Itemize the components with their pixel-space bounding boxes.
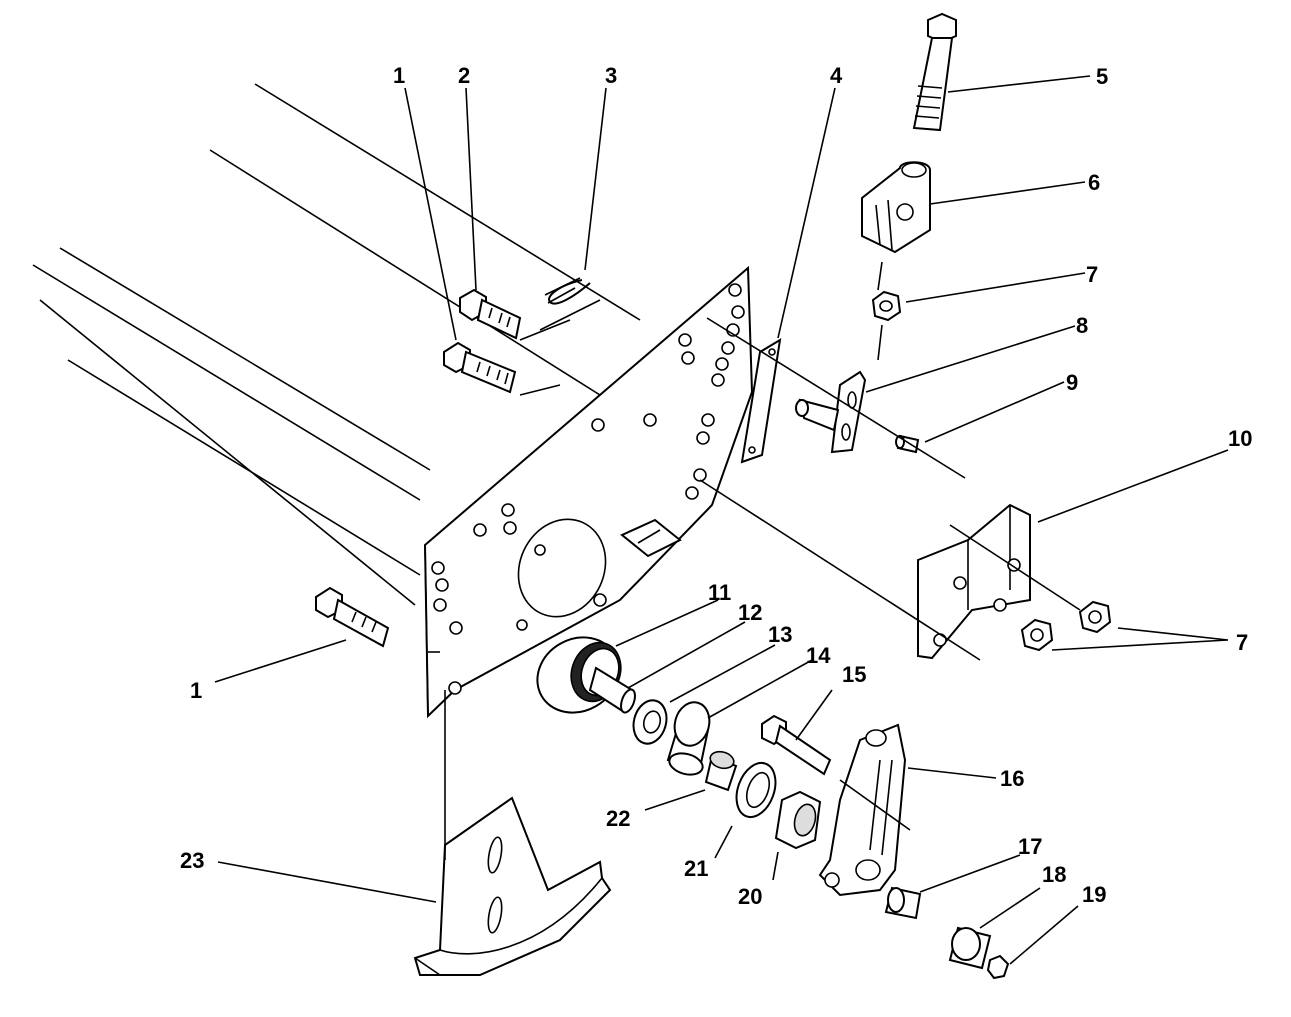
arm-16 xyxy=(818,723,907,897)
callout-15: 15 xyxy=(842,662,866,687)
callout-3: 3 xyxy=(605,63,617,88)
bolt-1-upper xyxy=(443,341,517,394)
callout-4: 4 xyxy=(830,63,843,88)
callout-6: 6 xyxy=(1088,170,1100,195)
nut-7-upper xyxy=(871,290,902,322)
callout-18: 18 xyxy=(1042,862,1066,887)
callout-12: 12 xyxy=(738,600,762,625)
callout-2: 2 xyxy=(458,63,470,88)
callout-14: 14 xyxy=(806,643,831,668)
callout-labels: 1 2 3 4 5 6 7 8 9 10 11 12 13 14 15 16 7… xyxy=(180,63,1252,909)
callout-10: 10 xyxy=(1228,426,1252,451)
bracket-8 xyxy=(795,370,867,454)
nut-20 xyxy=(774,790,822,850)
bolt-15 xyxy=(761,714,832,776)
callout-11: 11 xyxy=(708,580,731,605)
callout-1-bottom: 1 xyxy=(190,678,202,703)
skid-23 xyxy=(413,796,612,976)
shaft-12 xyxy=(588,666,636,714)
callout-16: 16 xyxy=(1000,766,1024,791)
plate-holes xyxy=(431,283,745,695)
pin-9 xyxy=(895,434,920,454)
nut-7-right xyxy=(1078,600,1112,634)
callout-7-bottom: 7 xyxy=(1236,630,1248,655)
callout-17: 17 xyxy=(1018,834,1042,859)
callout-22: 22 xyxy=(606,806,630,831)
callout-19: 19 xyxy=(1082,882,1106,907)
fitting-19 xyxy=(986,954,1010,980)
spacer-22 xyxy=(704,750,738,792)
callout-13: 13 xyxy=(768,622,792,647)
callout-20: 20 xyxy=(738,884,762,909)
washer-21 xyxy=(735,761,777,819)
leader-lines xyxy=(214,75,1229,965)
nut-7-left xyxy=(1020,618,1054,652)
connection-lines xyxy=(444,261,1081,860)
callout-5: 5 xyxy=(1096,64,1108,89)
callout-21: 21 xyxy=(684,856,708,881)
sleeve-14 xyxy=(666,701,711,776)
bolt-1-lower xyxy=(315,586,390,648)
callout-7-top: 7 xyxy=(1086,262,1098,287)
bolt-5 xyxy=(912,12,957,132)
yoke-6 xyxy=(861,161,931,254)
strap-4 xyxy=(740,338,782,464)
callout-8: 8 xyxy=(1076,313,1088,338)
washer-13 xyxy=(632,699,668,745)
bushing-17 xyxy=(884,886,922,920)
bolt-2 xyxy=(459,288,522,340)
callout-1-top: 1 xyxy=(393,63,405,88)
bracket-10 xyxy=(917,503,1031,660)
callout-9: 9 xyxy=(1066,370,1078,395)
callout-23: 23 xyxy=(180,848,204,873)
side-plate xyxy=(423,265,754,719)
cap-18 xyxy=(948,926,992,970)
clip-3 xyxy=(548,279,591,305)
